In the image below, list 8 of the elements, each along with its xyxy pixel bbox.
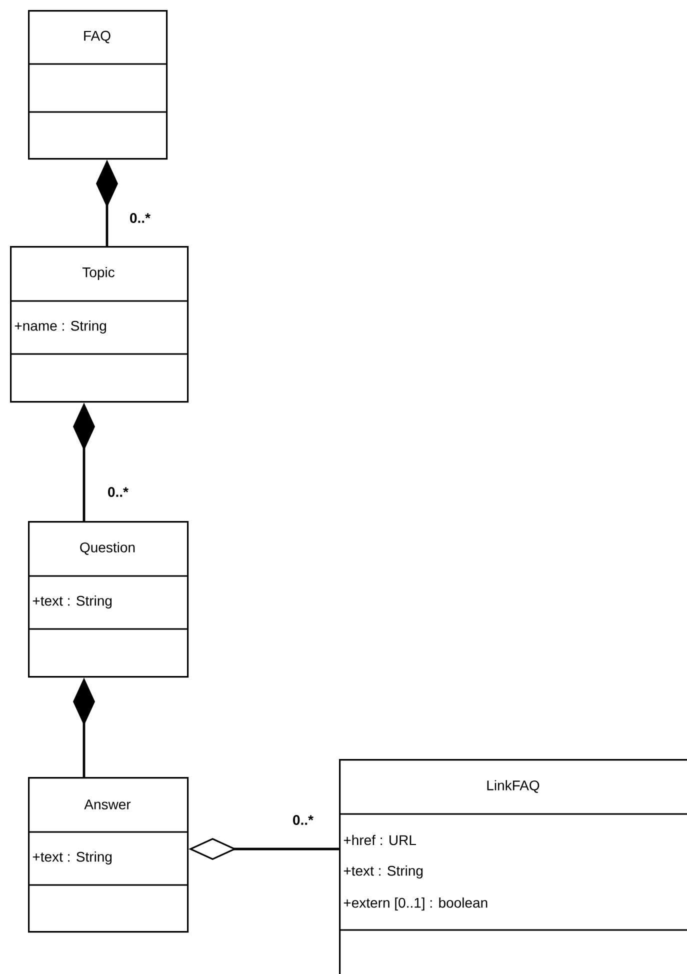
class-box: Question +text : String (28, 521, 189, 678)
class-box: Answer +text : String (28, 777, 189, 933)
class-box: Topic +name : String (10, 246, 189, 403)
multiplicity-label: 0..* (292, 814, 314, 826)
class-box: LinkFAQ +href : URL +text : String +extern [0..1] : boolean (339, 759, 687, 974)
multiplicity-label: 0..* (128, 212, 152, 224)
class-box: FAQ (28, 10, 168, 160)
multiplicity-label: 0..* (106, 486, 130, 498)
